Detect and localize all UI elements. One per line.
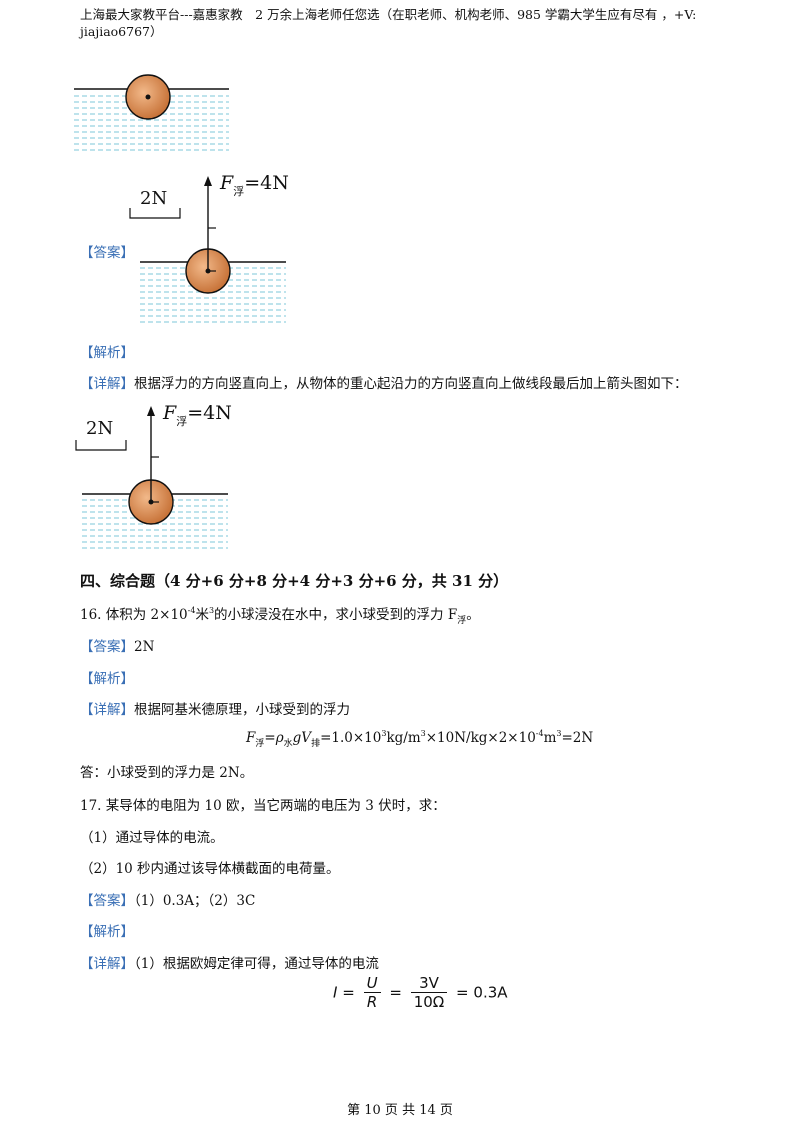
- q16-stem-exp: -4: [187, 606, 196, 615]
- formula-V-sub: 排: [311, 739, 321, 749]
- water-lines: [82, 499, 228, 549]
- scale-label: 2N: [140, 188, 168, 209]
- q17-answer-tag: 【答案】: [80, 893, 134, 909]
- q15-detail: 【详解】根据浮力的方向竖直向上，从物体的重心起沿力的方向竖直向上做线段最后加上箭…: [80, 372, 688, 392]
- q17-answer-value: （1）0.3A；（2）3C: [134, 893, 256, 909]
- q16-conclusion: 答：小球受到的浮力是 2N。: [80, 765, 254, 781]
- formula-exp2: 3: [420, 729, 426, 738]
- header-line-1: 上海最大家教平台---嘉惠家教 2 万余上海老师任您选（在职老师、机构老师、98…: [80, 7, 697, 22]
- formula-denominator: 10Ω: [413, 993, 445, 1011]
- figure-answer-force: 2N F浮=4N: [124, 170, 294, 330]
- q16-stem-sub: 浮: [457, 616, 467, 626]
- ball-center: [145, 94, 151, 100]
- header-line-2: jiajiao6767）: [80, 24, 163, 39]
- formula-rho-sub: 水: [283, 739, 293, 749]
- force-symbol: F: [220, 172, 234, 194]
- q16-detail-text: 根据阿基米德原理，小球受到的浮力: [134, 702, 350, 718]
- formula-eq: =: [264, 730, 276, 746]
- formula-R: R: [366, 993, 378, 1011]
- q16-stem: 16. 体积为 2×10-4米3的小球浸没在水中，求小球受到的浮力 F浮。: [80, 603, 480, 626]
- force-value: =4N: [187, 402, 232, 424]
- formula-U: U: [363, 974, 381, 993]
- section-title: 四、综合题（4 分+6 分+8 分+4 分+3 分+6 分，共 31 分）: [80, 572, 509, 590]
- scale-bracket: [75, 440, 127, 451]
- scale-bracket: [129, 208, 181, 219]
- q17-part1: （1）通过导体的电流。: [80, 830, 224, 846]
- q17-answer: 【答案】（1）0.3A；（2）3C: [80, 889, 255, 909]
- q16-formula: F浮=ρ水gV排=1.0×103kg/m3×10N/kg×2×10-4m3=2N: [246, 729, 594, 749]
- force-label: F浮=4N: [163, 402, 232, 428]
- force-arrow-head: [147, 406, 155, 416]
- q15-detail-tag: 【详解】: [80, 376, 134, 392]
- water-lines: [74, 95, 229, 151]
- force-subscript: 浮: [176, 415, 188, 428]
- force-arrow-head: [204, 176, 212, 186]
- q16-detail: 【详解】根据阿基米德原理，小球受到的浮力: [80, 698, 350, 718]
- force-value: =4N: [244, 172, 289, 194]
- formula-part1: =1.0×10: [320, 730, 382, 746]
- formula-F-sub: 浮: [255, 739, 265, 749]
- q17-detail: 【详解】（1）根据欧姆定律可得，通过导体的电流: [80, 952, 379, 972]
- q17-stem: 17. 某导体的电阻为 10 欧，当它两端的电压为 3 伏时，求：: [80, 798, 446, 814]
- force-label: F浮=4N: [220, 172, 289, 198]
- q16-answer-value: 2N: [134, 639, 155, 655]
- q16-stem-suffix: 的小球浸没在水中，求小球受到的浮力 F: [214, 607, 458, 623]
- q15-detail-text: 根据浮力的方向竖直向上，从物体的重心起沿力的方向竖直向上做线段最后加上箭头图如下…: [134, 376, 688, 392]
- q15-answer-tag: 【答案】: [80, 245, 134, 261]
- formula-part3: ×10N/kg×2×10: [425, 730, 536, 746]
- formula-I: I: [333, 983, 338, 1002]
- figure-ball-on-water: [74, 74, 229, 151]
- formula-part5: =2N: [561, 730, 594, 746]
- formula-gV: gV: [292, 730, 312, 746]
- page-header: 上海最大家教平台---嘉惠家教 2 万余上海老师任您选（在职老师、机构老师、98…: [80, 6, 740, 40]
- q17-part2: （2）10 秒内通过该导体横截面的电荷量。: [80, 861, 340, 877]
- q17-analysis-tag: 【解析】: [80, 924, 134, 940]
- formula-numerator: 3V: [410, 974, 448, 993]
- formula-exp4: 3: [556, 729, 562, 738]
- formula-part2: kg/m: [386, 730, 421, 746]
- scale-label: 2N: [86, 418, 114, 439]
- page-footer: 第 10 页 共 14 页: [347, 1103, 453, 1118]
- q16-stem-prefix: 16. 体积为 2×10: [80, 607, 188, 623]
- q16-analysis-tag: 【解析】: [80, 671, 134, 687]
- q17-detail-tag: 【详解】: [80, 956, 134, 972]
- formula-exp3: -4: [535, 729, 544, 738]
- q15-analysis-tag: 【解析】: [80, 345, 134, 361]
- q17-detail-text: （1）根据欧姆定律可得，通过导体的电流: [134, 956, 379, 972]
- q16-stem-end: 。: [466, 607, 480, 623]
- formula-eq1: =: [342, 983, 355, 1002]
- formula-exp1: 3: [381, 729, 387, 738]
- q16-answer: 【答案】2N: [80, 635, 154, 655]
- formula-eq2: =: [389, 983, 402, 1002]
- force-symbol: F: [163, 402, 177, 424]
- q16-detail-tag: 【详解】: [80, 702, 134, 718]
- q16-answer-tag: 【答案】: [80, 639, 134, 655]
- formula-rho: ρ: [275, 730, 284, 746]
- formula-result: 0.3A: [473, 983, 508, 1002]
- figure-detail-force: 2N F浮=4N: [70, 400, 240, 560]
- ball-center: [205, 268, 211, 274]
- q16-stem-exp2: 3: [208, 606, 215, 615]
- formula-part4: m: [543, 730, 557, 746]
- q16-stem-mid: 米: [195, 607, 209, 623]
- force-subscript: 浮: [233, 185, 245, 198]
- ball-center: [148, 499, 154, 505]
- formula-F: F: [246, 730, 256, 746]
- formula-eq3: =: [456, 983, 469, 1002]
